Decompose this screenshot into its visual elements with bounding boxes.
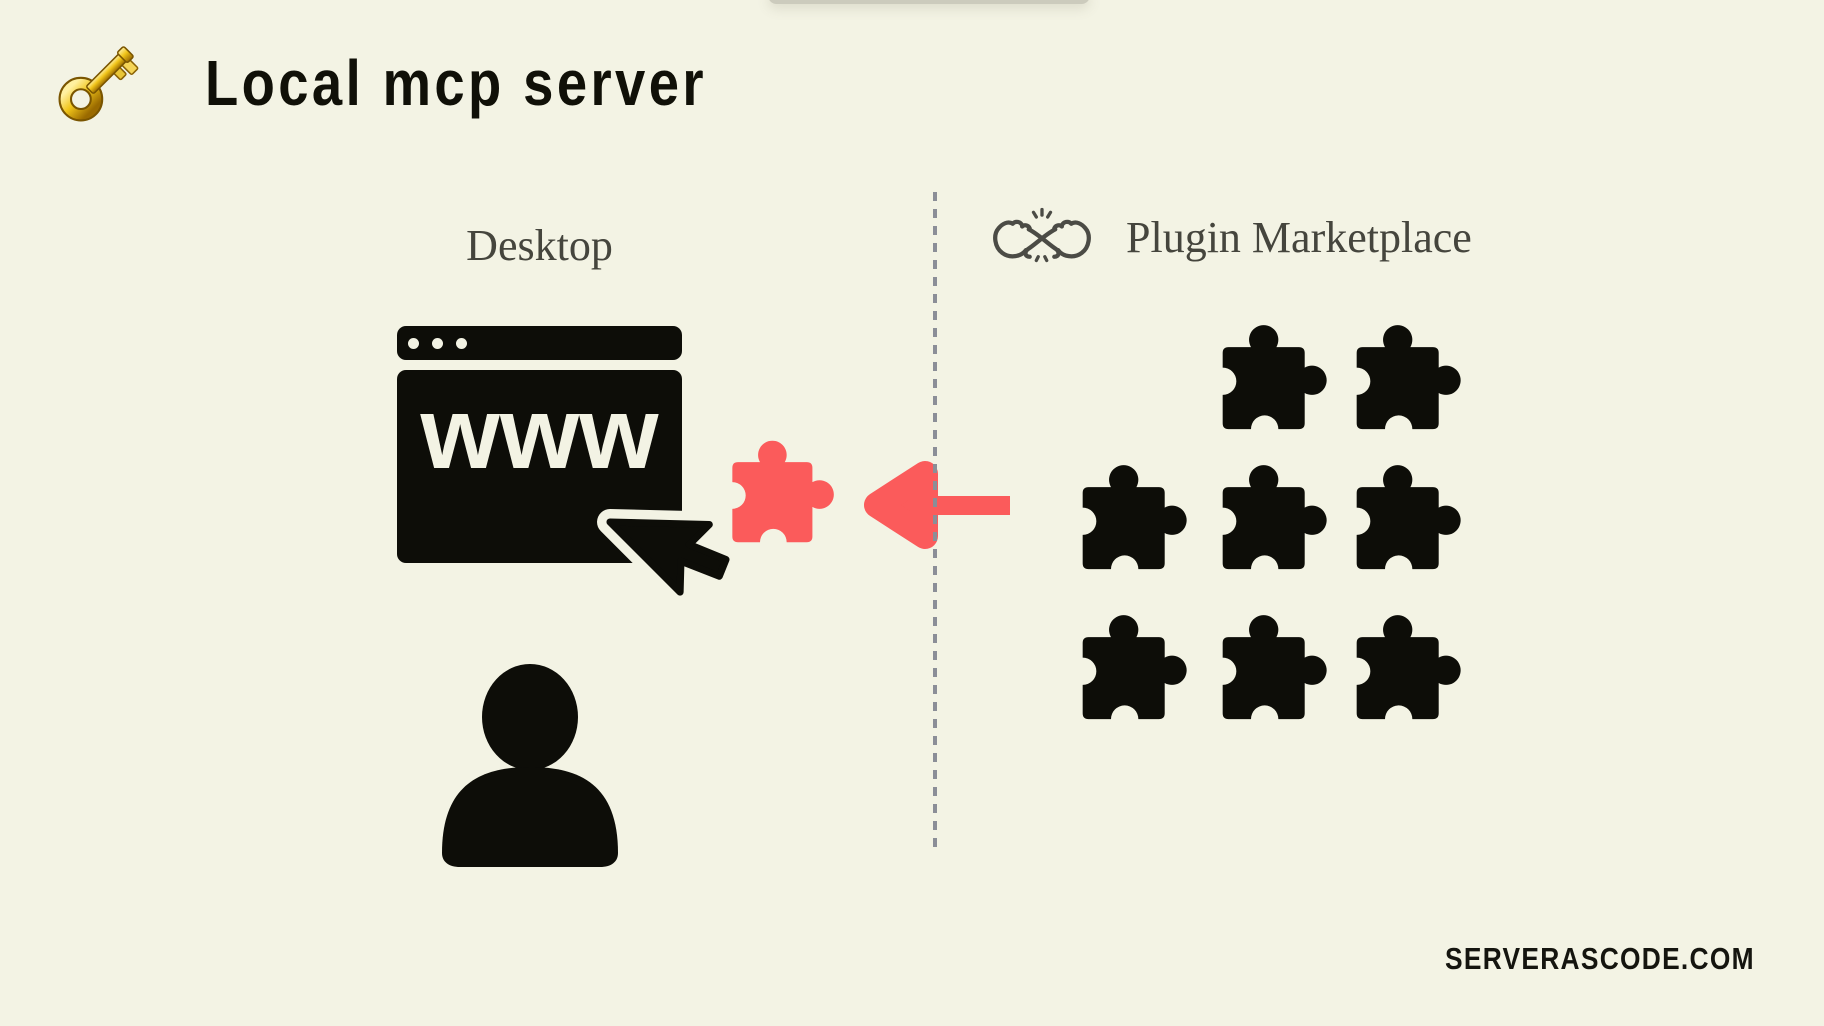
pinky-promise-icon [993,207,1091,263]
dashed-divider [933,192,937,850]
puzzle-piece-icon [1356,325,1461,430]
browser-dot [408,337,419,349]
marketplace-label: Plugin Marketplace [1126,213,1472,262]
www-text: www [420,376,659,490]
browser-dot [432,337,443,349]
puzzle-piece-icon [1082,465,1187,570]
site-credit: SERVERASCODE.COM [1445,941,1755,976]
browser-window-icon-topbar [397,326,682,360]
user-icon [442,664,618,867]
red-puzzle-piece-icon [732,440,834,543]
top-tab-shadow [768,0,1090,4]
cursor-icon [597,509,739,606]
puzzle-piece-icon [1222,465,1327,570]
key-icon [58,46,139,122]
puzzle-piece-icon [1356,615,1461,720]
puzzle-piece-icon [1222,615,1327,720]
puzzle-piece-icon [1082,615,1187,720]
desktop-label: Desktop [466,221,613,270]
puzzle-piece-icon [1356,465,1461,570]
puzzle-piece-icon [1222,325,1327,430]
left-arrow-icon [864,461,1010,549]
browser-dot [456,337,467,349]
page-title: Local MCP Server [205,47,707,119]
